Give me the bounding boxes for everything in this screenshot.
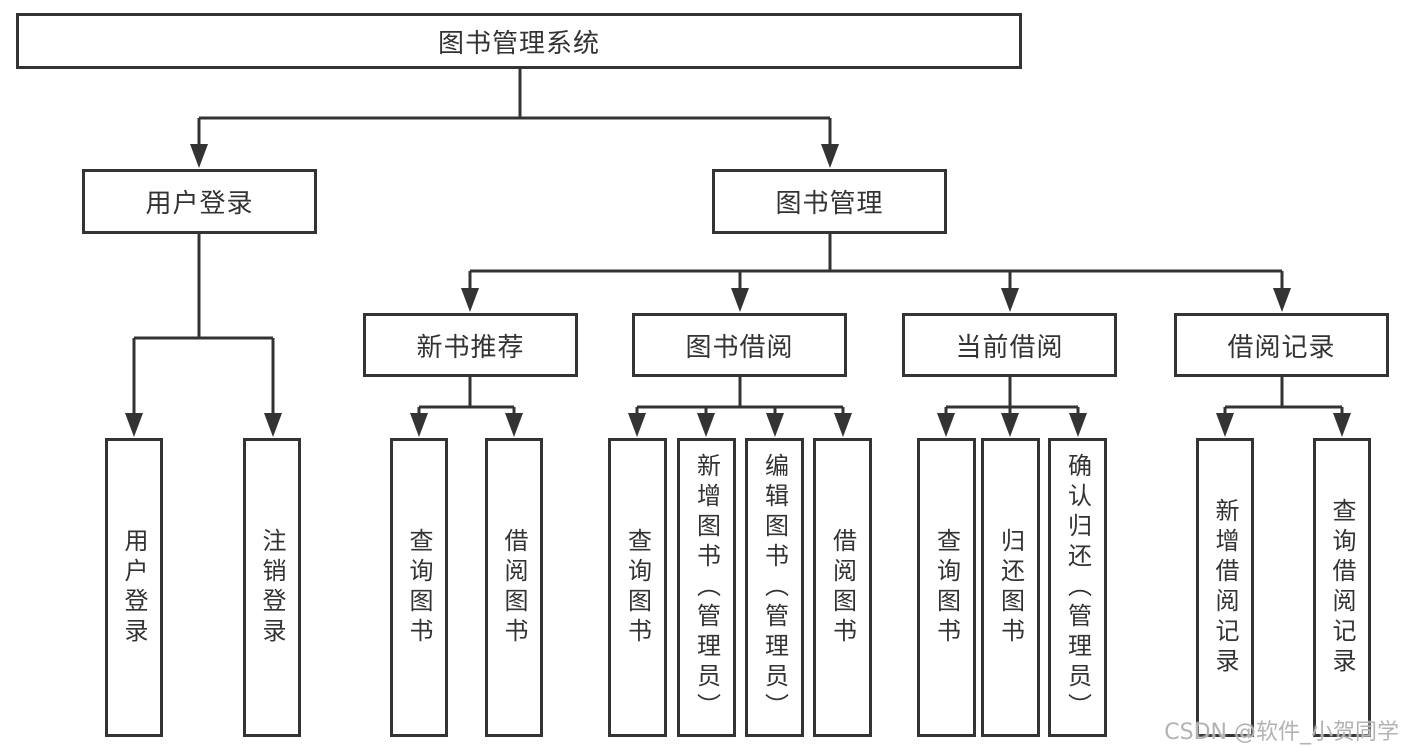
connector-new-book-branch — [410, 377, 523, 437]
leaf-logout: 注销登录 — [243, 438, 301, 737]
node-current-borrow: 当前借阅 — [902, 313, 1117, 377]
connector-user-login-branch — [125, 234, 282, 437]
leaf-add-borrow-record: 新增借阅记录 — [1196, 438, 1254, 737]
leaf-label: 新增借阅记录 — [1211, 497, 1239, 678]
leaf-borrow-books: 借阅图书 — [813, 438, 872, 737]
leaf-confirm-return-admin: 确认归还（管理员） — [1048, 438, 1107, 737]
leaf-query-borrow-record: 查询借阅记录 — [1313, 438, 1371, 737]
leaf-borrow-books-recommend: 借阅图书 — [485, 438, 543, 737]
leaf-query-books-current: 查询图书 — [917, 438, 976, 737]
node-label: 图书管理 — [775, 189, 884, 219]
leaf-label: 借阅图书 — [500, 527, 528, 648]
leaf-label: 用户登录 — [120, 527, 148, 648]
leaf-label: 编辑图书（管理员） — [760, 452, 789, 723]
node-book-management: 图书管理 — [712, 169, 947, 234]
leaf-query-books-recommend: 查询图书 — [390, 438, 448, 737]
node-label: 图书借阅 — [685, 332, 794, 363]
leaf-edit-books-admin: 编辑图书（管理员） — [745, 438, 804, 737]
node-new-book-recommend: 新书推荐 — [363, 313, 578, 377]
leaf-user-login: 用户登录 — [105, 438, 163, 737]
node-book-borrow: 图书借阅 — [632, 313, 847, 377]
leaf-label: 查询借阅记录 — [1328, 497, 1356, 678]
connector-book-management-branch — [461, 234, 1291, 312]
connector-root-to-level2 — [190, 69, 839, 168]
node-label: 图书管理系统 — [437, 28, 600, 59]
leaf-label: 注销登录 — [258, 527, 286, 648]
node-user-login: 用户登录 — [82, 169, 317, 234]
leaf-label: 借阅图书 — [828, 527, 857, 648]
watermark: CSDN @软件_小贺同学 — [1164, 720, 1399, 745]
connector-book-borrow-branch — [628, 377, 852, 437]
node-label: 用户登录 — [145, 189, 254, 219]
leaf-label: 确认归还（管理员） — [1063, 452, 1092, 723]
leaf-label: 查询图书 — [623, 527, 652, 648]
node-label: 当前借阅 — [955, 332, 1064, 363]
leaf-return-books: 归还图书 — [981, 438, 1040, 737]
leaf-query-books-borrow: 查询图书 — [608, 438, 667, 737]
connector-current-borrow-branch — [937, 377, 1087, 437]
leaf-label: 归还图书 — [996, 527, 1025, 648]
leaf-label: 查询图书 — [405, 527, 433, 648]
leaf-label: 查询图书 — [932, 527, 961, 648]
node-root-library-system: 图书管理系统 — [16, 13, 1022, 69]
leaf-add-books-admin: 新增图书（管理员） — [677, 438, 736, 737]
node-label: 借阅记录 — [1227, 332, 1336, 363]
node-label: 新书推荐 — [416, 332, 525, 363]
leaf-label: 新增图书（管理员） — [692, 452, 721, 723]
connector-borrow-records-branch — [1216, 377, 1351, 437]
node-borrow-records: 借阅记录 — [1174, 313, 1389, 377]
